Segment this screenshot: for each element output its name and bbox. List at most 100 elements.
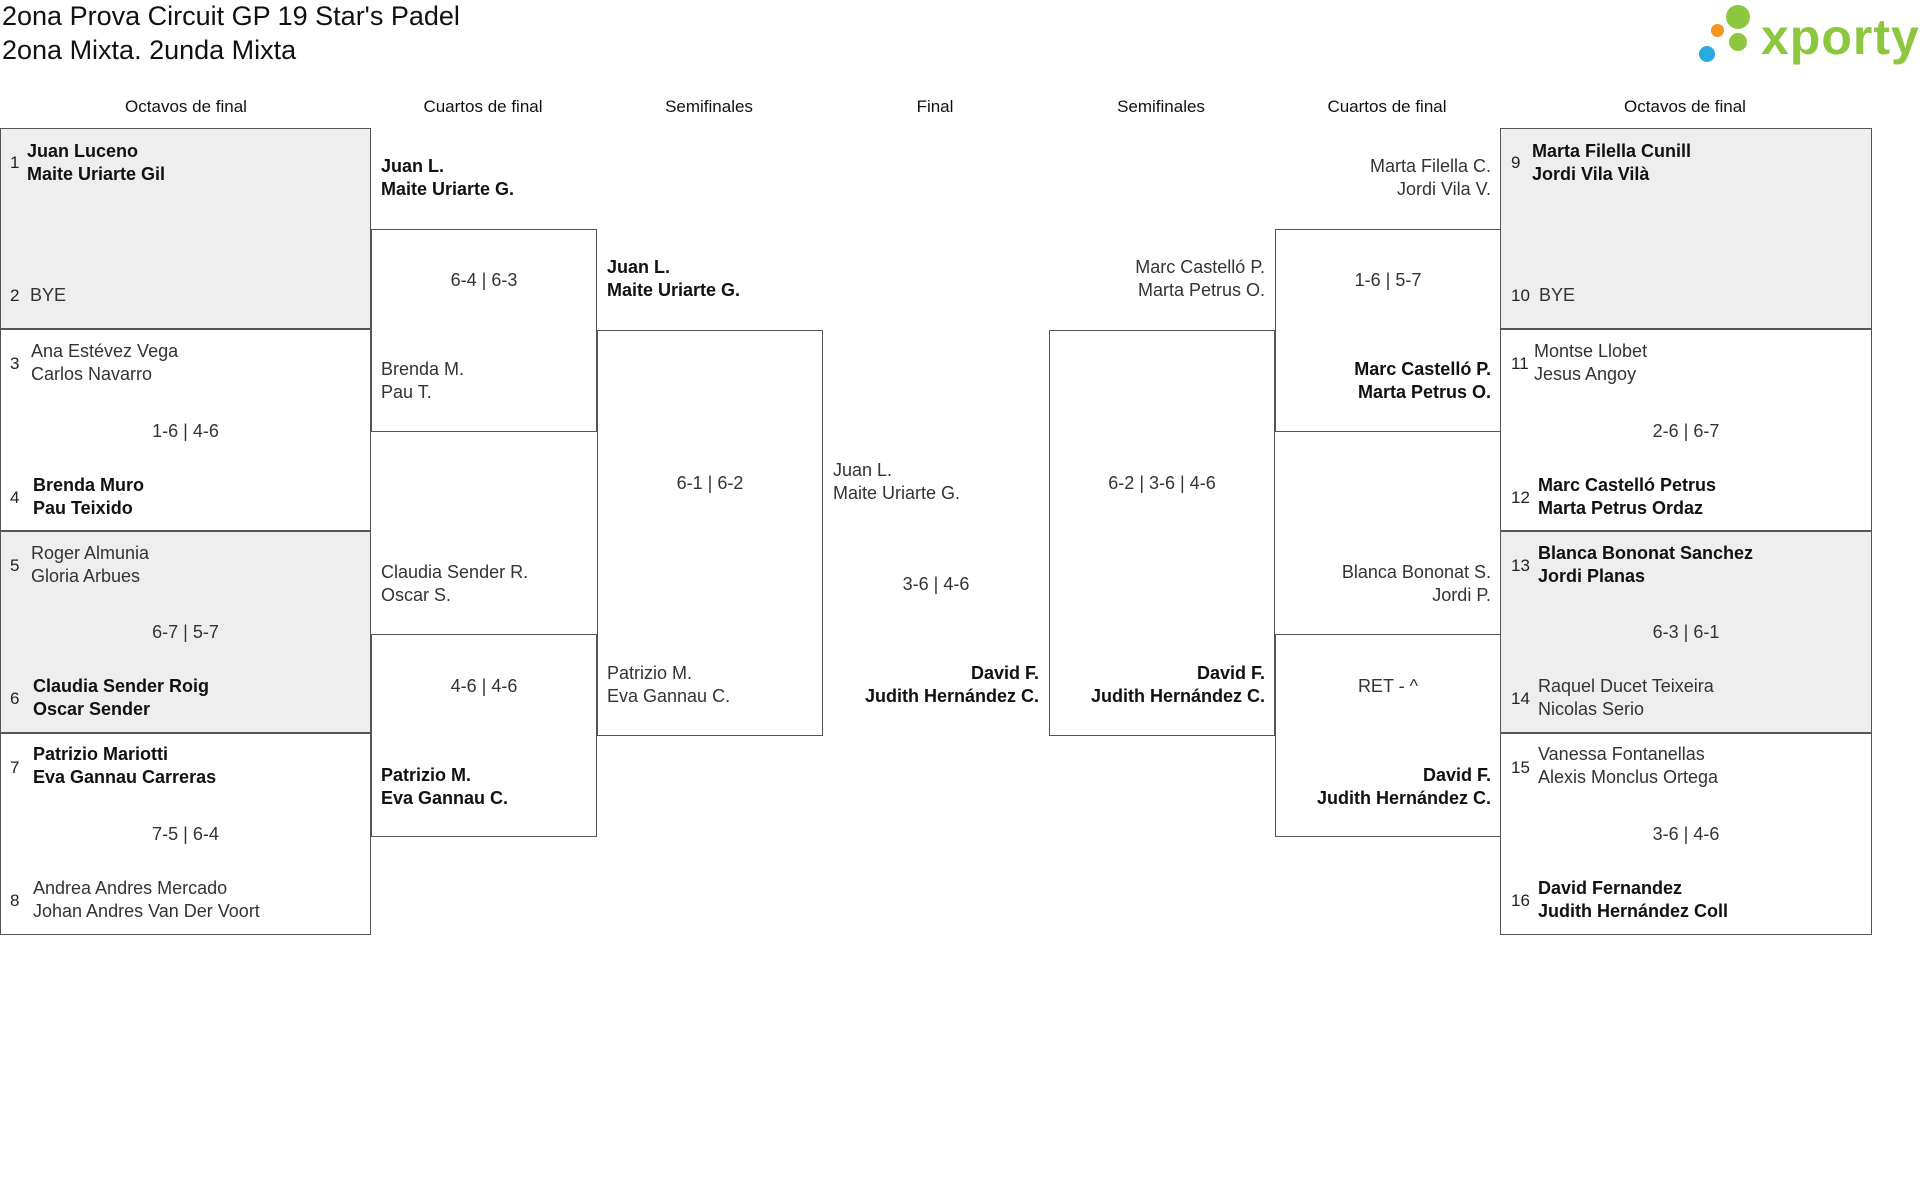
player-name: Marta Filella C. — [1369, 156, 1491, 176]
team-names: Marta Filella Cunill Jordi Vila Vilà — [1532, 140, 1691, 186]
match-score: 6-1 | 6-2 — [676, 473, 744, 493]
player-name: Brenda M. — [381, 359, 465, 379]
player-name: Montse Llobet — [1534, 341, 1648, 361]
champion-team-names: David F. Judith Hernández C. — [823, 662, 1039, 708]
seed-number: 13 — [1511, 556, 1530, 575]
player-name: Oscar S. — [381, 585, 452, 605]
team-names: Brenda M. Pau T. — [381, 358, 464, 404]
final-score: 3-6 | 4-6 — [902, 574, 970, 594]
team-names: Claudia Sender R. Oscar S. — [381, 561, 528, 607]
team-names: Patrizio M. Eva Gannau C. — [381, 764, 508, 810]
seed-number: 2 — [10, 286, 20, 305]
team-names: David F. Judith Hernández C. — [1049, 662, 1265, 708]
player-name: Johan Andres Van Der Voort — [33, 901, 260, 921]
team-names: Blanca Bononat Sanchez Jordi Planas — [1538, 542, 1753, 588]
match-score: 4-6 | 4-6 — [450, 676, 518, 696]
player-name: Judith Hernández C. — [864, 686, 1039, 706]
player-name: Judith Hernández C. — [1316, 788, 1491, 808]
player-name: Alexis Monclus Ortega — [1538, 767, 1719, 787]
player-name: Eva Gannau Carreras — [33, 767, 217, 787]
player-name: Maite Uriarte G. — [833, 483, 961, 503]
player-name: Blanca Bononat Sanchez — [1538, 543, 1754, 563]
player-name: Roger Almunia — [31, 543, 150, 563]
team-names: Juan L. Maite Uriarte G. — [607, 256, 740, 302]
team-names: Raquel Ducet Teixeira Nicolas Serio — [1538, 675, 1714, 721]
team-names: Juan L. Maite Uriarte G. — [833, 459, 960, 505]
match-score: 6-4 | 6-3 — [450, 270, 518, 290]
left-qf-match-2[interactable] — [371, 634, 597, 837]
seed-number: 4 — [10, 488, 20, 507]
player-name: Juan L. — [381, 156, 445, 176]
right-r16-match-3[interactable] — [1500, 531, 1872, 733]
match-score: 6-3 | 6-1 — [1652, 622, 1720, 642]
header-left-sf: Semifinales — [665, 97, 753, 116]
right-r16-match-1[interactable] — [1500, 128, 1872, 329]
player-name: Jesus Angoy — [1534, 364, 1637, 384]
header-left-r16: Octavos de final — [125, 97, 247, 116]
left-r16-match-4[interactable] — [0, 733, 371, 935]
right-r16-match-2[interactable] — [1500, 329, 1872, 531]
team-names: Roger Almunia Gloria Arbues — [31, 542, 149, 588]
left-r16-match-1[interactable] — [0, 128, 371, 329]
seed-number: 14 — [1511, 689, 1530, 708]
player-name: Eva Gannau C. — [381, 788, 509, 808]
right-sf-match[interactable] — [1049, 330, 1275, 736]
left-qf-match-1[interactable] — [371, 229, 597, 432]
player-name: Juan Luceno — [27, 141, 139, 161]
team-names: BYE — [30, 284, 66, 307]
seed-number: 15 — [1511, 758, 1530, 777]
player-name: David F. — [1422, 765, 1491, 785]
team-names: Marc Castelló P. Marta Petrus O. — [1275, 358, 1491, 404]
header-final: Final — [916, 97, 954, 116]
category-title: 2ona Mixta. 2unda Mixta — [2, 35, 297, 65]
header-right-r16: Octavos de final — [1624, 97, 1746, 116]
team-names: Vanessa Fontanellas Alexis Monclus Orteg… — [1538, 743, 1718, 789]
left-sf-match[interactable] — [597, 330, 823, 736]
player-name: Gloria Arbues — [31, 566, 141, 586]
player-name: Judith Hernández C. — [1090, 686, 1265, 706]
match-score: 1-6 | 4-6 — [152, 421, 219, 441]
team-names: Brenda Muro Pau Teixido — [33, 474, 144, 520]
team-names: Ana Estévez Vega Carlos Navarro — [31, 340, 178, 386]
player-name: Marta Filella Cunill — [1532, 141, 1692, 161]
match-score: RET - ^ — [1357, 676, 1419, 696]
player-name: Marta Petrus Ordaz — [1538, 498, 1704, 518]
player-name: Ana Estévez Vega — [31, 341, 179, 361]
match-score: 2-6 | 6-7 — [1652, 421, 1720, 441]
team-names: Andrea Andres Mercado Johan Andres Van D… — [33, 877, 260, 923]
player-name: Marc Castelló P. — [1354, 359, 1491, 379]
seed-number: 3 — [10, 354, 20, 373]
seed-number: 9 — [1511, 153, 1521, 172]
team-names: BYE — [1539, 284, 1575, 307]
right-r16-match-4[interactable] — [1500, 733, 1872, 935]
player-name: Jordi P. — [1432, 585, 1491, 605]
team-names: Juan Luceno Maite Uriarte Gil — [27, 140, 165, 186]
tournament-title: 2ona Prova Circuit GP 19 Star's Padel — [2, 1, 460, 31]
player-name: Brenda Muro — [33, 475, 145, 495]
player-name: Eva Gannau C. — [607, 686, 731, 706]
player-name: Jordi Vila Vilà — [1532, 164, 1650, 184]
left-r16-match-2[interactable] — [0, 329, 371, 531]
bye-label: BYE — [1539, 285, 1576, 305]
player-name: Jordi Vila V. — [1396, 179, 1491, 199]
player-name: Andrea Andres Mercado — [33, 878, 228, 898]
seed-number: 12 — [1511, 488, 1530, 507]
xporty-logo[interactable]: xporty — [1697, 3, 1919, 69]
player-name: Nicolas Serio — [1538, 699, 1645, 719]
player-name: Raquel Ducet Teixeira — [1538, 676, 1714, 696]
team-names: Marc Castelló P. Marta Petrus O. — [1049, 256, 1265, 302]
team-names: Patrizio Mariotti Eva Gannau Carreras — [33, 743, 216, 789]
team-names: David F. Judith Hernández C. — [1275, 764, 1491, 810]
player-name: David F. — [970, 663, 1039, 683]
header-left-qf: Cuartos de final — [423, 97, 543, 116]
left-r16-match-3[interactable] — [0, 531, 371, 733]
player-name: Marc Castelló Petrus — [1538, 475, 1717, 495]
seed-number: 5 — [10, 556, 20, 575]
player-name: Judith Hernández Coll — [1538, 901, 1729, 921]
match-score: 6-7 | 5-7 — [152, 622, 219, 642]
player-name: Maite Uriarte G. — [381, 179, 515, 199]
player-name: Jordi Planas — [1538, 566, 1646, 586]
player-name: Claudia Sender R. — [381, 562, 529, 582]
match-score: 7-5 | 6-4 — [152, 824, 219, 844]
seed-number: 10 — [1511, 286, 1530, 305]
